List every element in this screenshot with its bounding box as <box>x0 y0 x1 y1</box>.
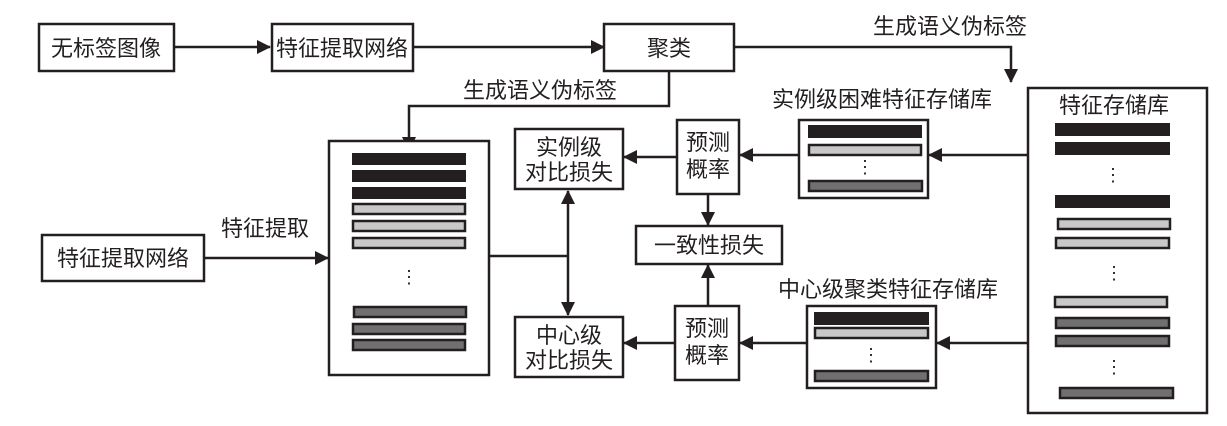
edge-label-feature-extract: 特征提取 <box>221 217 309 242</box>
node-center-loss: 中心级 对比损失 <box>513 315 625 379</box>
node-feature-net-bottom: 特征提取网络 <box>40 233 206 283</box>
pred-prob-bottom-line2: 概率 <box>685 344 729 369</box>
node-pred-prob-bottom: 预测 概率 <box>673 304 741 382</box>
feature-memory-title: 特征存储库 <box>1059 94 1169 119</box>
feature-batch-box: ⋮ <box>327 139 491 377</box>
feature-bar-light <box>351 236 467 250</box>
ellipsis: ⋮ <box>1105 357 1123 378</box>
feature-bar-dark <box>352 305 468 319</box>
feature-bar-dark <box>351 338 467 352</box>
center-cluster-memory-title: 中心级聚类特征存储库 <box>778 278 998 303</box>
ellipsis: ⋮ <box>1105 263 1123 284</box>
center-loss-line1: 中心级 <box>536 324 602 349</box>
node-clustering-label: 聚类 <box>647 37 691 62</box>
arrow-clustering-to-memory <box>734 45 1018 83</box>
feature-bar-light <box>351 219 467 233</box>
memory-bar-light <box>1053 295 1169 309</box>
memory-bar-light <box>807 143 923 157</box>
pred-prob-bottom-line1: 预测 <box>685 317 729 342</box>
instance-hard-memory-box: ⋮ <box>797 118 930 200</box>
ellipsis: ⋮ <box>400 267 418 288</box>
memory-bar-black <box>814 312 929 325</box>
memory-bar-dark <box>807 179 924 193</box>
node-feature-net-top: 特征提取网络 <box>270 22 415 73</box>
pred-prob-top-line1: 预测 <box>686 131 730 156</box>
feature-memory-box: 特征存储库 ⋮ ⋮ ⋮ <box>1026 86 1209 415</box>
memory-bar-dark <box>813 369 930 383</box>
ellipsis: ⋮ <box>856 157 874 178</box>
center-loss-line2: 对比损失 <box>525 349 613 374</box>
feature-bar-black <box>352 187 466 199</box>
feature-bar-dark <box>351 322 467 336</box>
memory-bar-dark <box>1058 386 1175 400</box>
memory-bar-dark <box>1054 316 1171 330</box>
instance-loss-line1: 实例级 <box>536 136 602 161</box>
edge-label-pseudo-right: 生成语义伪标签 <box>873 15 1027 40</box>
memory-bar-black <box>1055 195 1170 208</box>
feature-bar-black <box>352 170 466 182</box>
arrow-clustering-to-features <box>402 71 671 151</box>
edge-label-pseudo-left: 生成语义伪标签 <box>463 79 617 104</box>
pred-prob-top-line2: 概率 <box>686 158 730 183</box>
node-consistency-loss: 一致性损失 <box>634 224 784 266</box>
node-clustering: 聚类 <box>602 22 736 73</box>
node-instance-loss: 实例级 对比损失 <box>513 127 625 191</box>
memory-bar-black <box>1055 123 1170 136</box>
node-unlabeled-images-label: 无标签图像 <box>51 37 161 62</box>
node-pred-prob-top: 预测 概率 <box>675 118 741 196</box>
memory-bar-black <box>1055 142 1170 155</box>
ellipsis: ⋮ <box>1104 165 1122 186</box>
instance-loss-line2: 对比损失 <box>525 161 613 186</box>
memory-bar-light <box>1056 217 1172 231</box>
memory-bar-dark <box>1054 334 1171 348</box>
ellipsis: ⋮ <box>862 345 880 366</box>
node-feature-net-bottom-label: 特征提取网络 <box>57 247 189 272</box>
node-unlabeled-images: 无标签图像 <box>37 22 176 73</box>
memory-bar-light <box>1054 236 1171 250</box>
center-cluster-memory-box: ⋮ <box>805 304 938 390</box>
node-feature-net-top-label: 特征提取网络 <box>276 37 408 62</box>
feature-bar-black <box>352 153 466 165</box>
memory-bar-light <box>813 326 930 340</box>
memory-bar-black <box>808 125 922 138</box>
consistency-loss-label: 一致性损失 <box>654 234 764 259</box>
instance-hard-memory-title: 实例级困难特征存储库 <box>772 88 992 113</box>
feature-bar-light <box>351 202 467 216</box>
